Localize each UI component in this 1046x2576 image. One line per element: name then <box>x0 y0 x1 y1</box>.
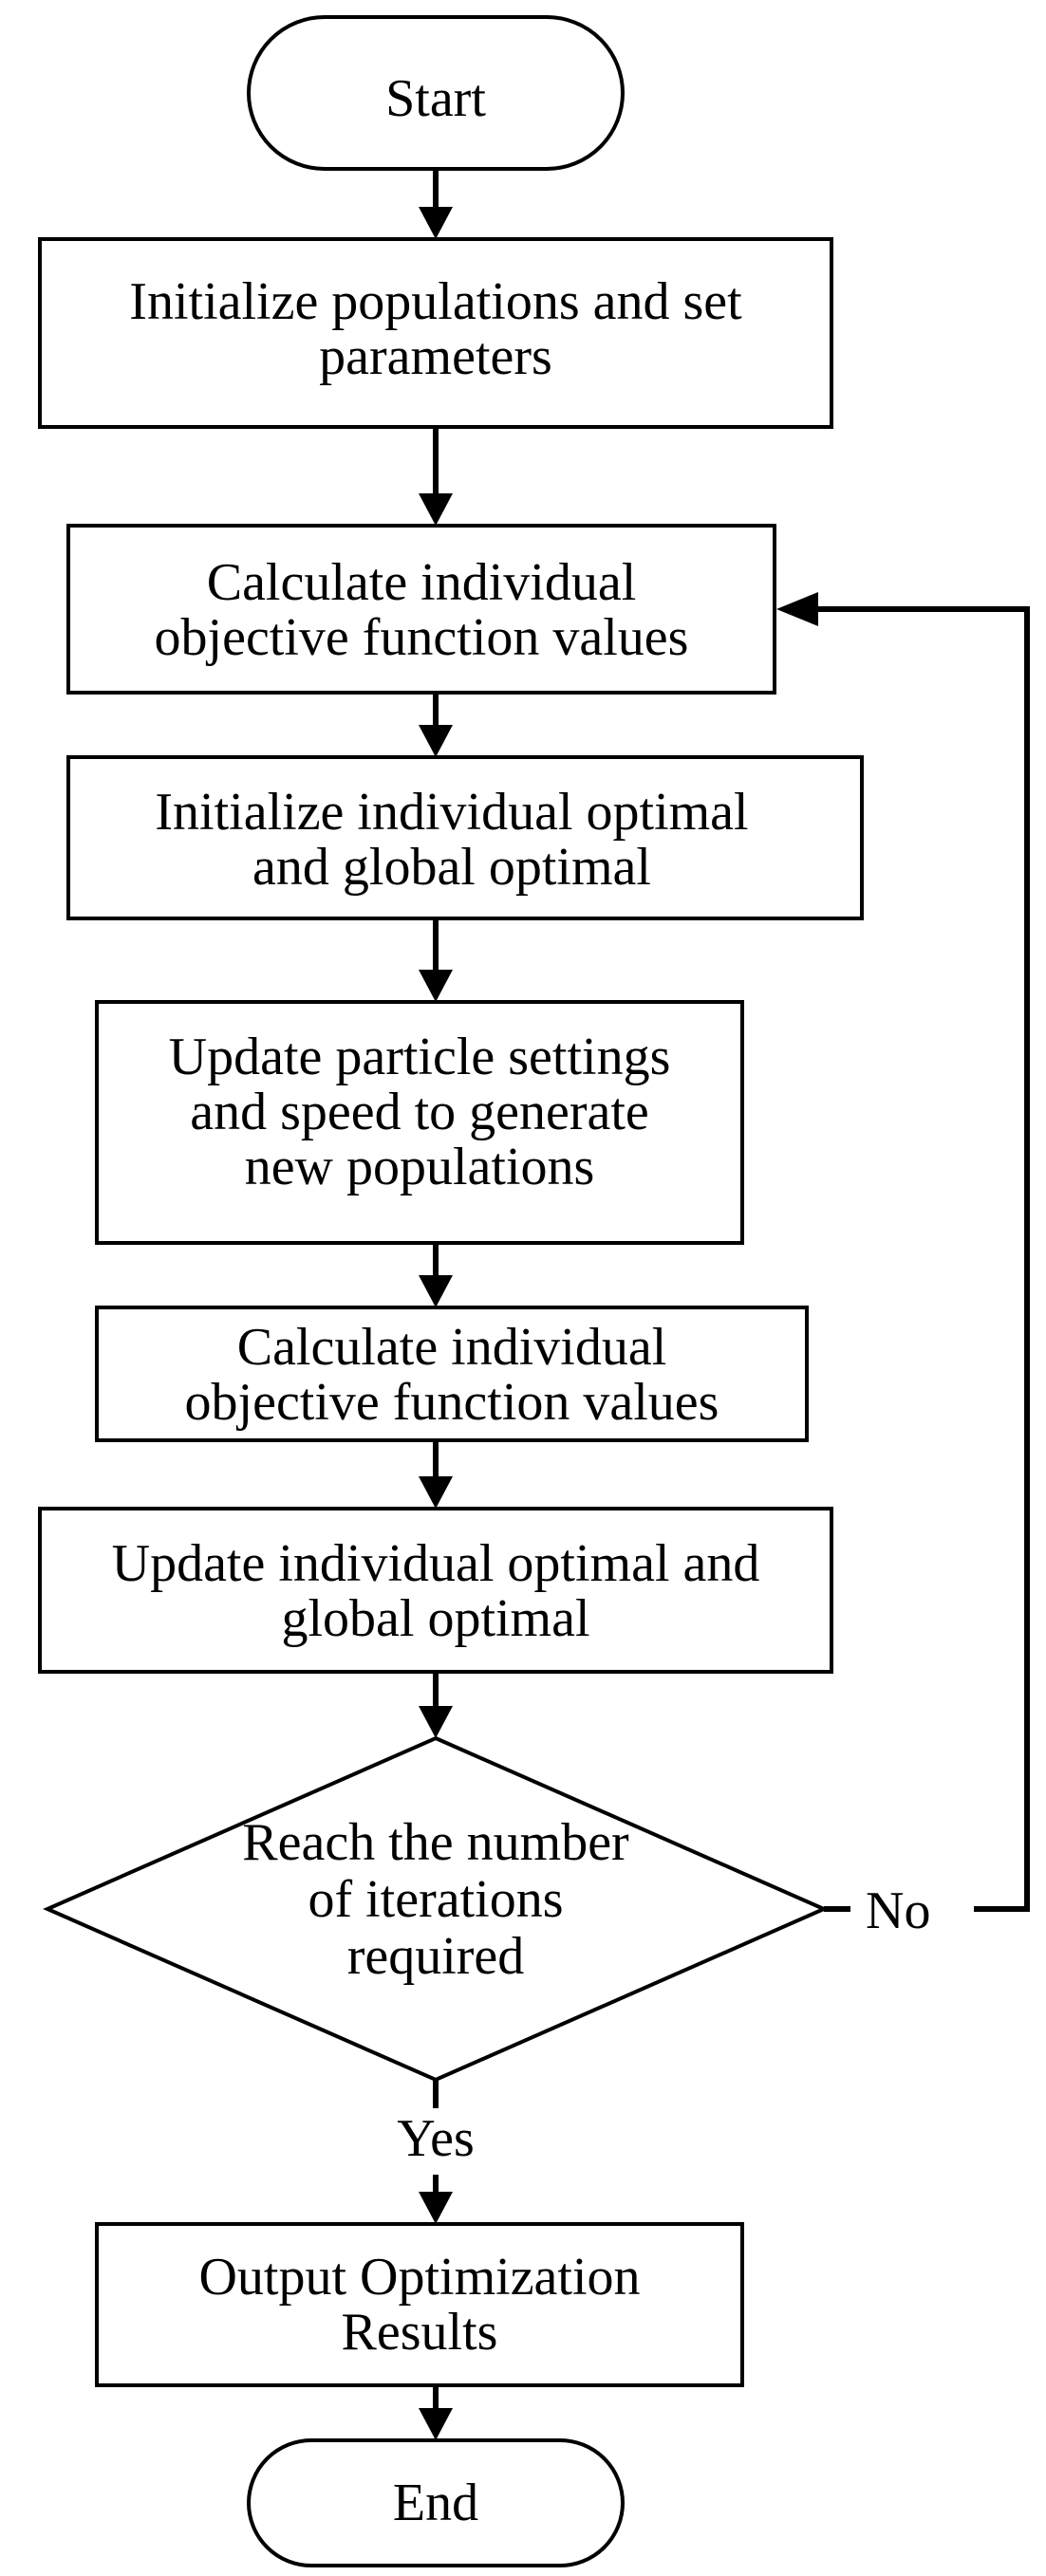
process-calculate-objective-values-2: Calculate individual objective function … <box>95 1306 809 1442</box>
process-initialize-populations: Initialize populations and set parameter… <box>38 237 833 429</box>
connector-start-step1 <box>419 169 453 239</box>
connector-step5-step6 <box>419 1440 453 1509</box>
process-initialize-populations-line-2: parameters <box>319 327 552 386</box>
process-update-particles: Update particle settings and speed to ge… <box>95 1000 744 1245</box>
connector-step3-step4 <box>419 918 453 1002</box>
process-output-results: Output Optimization Results <box>95 2222 744 2387</box>
start-terminator: Start <box>247 15 625 171</box>
connector-yes <box>419 2080 453 2224</box>
process-initialize-populations-line-1: Initialize populations and set <box>129 272 742 331</box>
end-label: End <box>393 2474 478 2532</box>
connector-step4-step5 <box>419 1243 453 1307</box>
process-initialize-optimal: Initialize individual optimal and global… <box>66 755 864 920</box>
process-initialize-optimal-line-1: Initialize individual optimal <box>155 783 748 842</box>
process-output-results-line-1: Output Optimization <box>198 2248 640 2307</box>
decision-iterations-line-2: of iterations <box>308 1870 563 1929</box>
decision-iterations-line-3: required <box>347 1927 525 1986</box>
decision-iterations: Reach the number of iterations required <box>43 1735 829 2083</box>
process-update-particles-line-3: new populations <box>245 1138 595 1196</box>
connector-step7-end <box>419 2385 453 2440</box>
process-calculate-objective-values-1-line-1: Calculate individual <box>207 553 637 612</box>
process-calculate-objective-values-1: Calculate individual objective function … <box>66 524 776 695</box>
connector-step2-step3 <box>419 693 453 757</box>
process-update-optimal: Update individual optimal and global opt… <box>38 1507 833 1674</box>
process-update-particles-line-2: and speed to generate <box>190 1083 649 1141</box>
process-update-optimal-line-1: Update individual optimal and <box>112 1534 760 1593</box>
connector-step1-step2 <box>419 427 453 526</box>
process-calculate-objective-values-2-line-1: Calculate individual <box>237 1318 667 1377</box>
connector-step6-decision <box>419 1672 453 1738</box>
process-initialize-optimal-line-2: and global optimal <box>252 838 651 897</box>
no-label: No <box>866 1881 930 1940</box>
yes-label: Yes <box>397 2109 474 2168</box>
process-calculate-objective-values-1-line-2: objective function values <box>155 608 689 667</box>
process-update-optimal-line-2: global optimal <box>281 1589 589 1648</box>
process-update-particles-line-1: Update particle settings <box>169 1028 671 1086</box>
start-label: Start <box>385 69 486 128</box>
process-calculate-objective-values-2-line-2: objective function values <box>185 1373 719 1432</box>
end-terminator: End <box>247 2438 625 2567</box>
connector-no-loop <box>776 592 1030 1912</box>
process-output-results-line-2: Results <box>342 2303 498 2362</box>
decision-iterations-line-1: Reach the number <box>242 1813 629 1872</box>
